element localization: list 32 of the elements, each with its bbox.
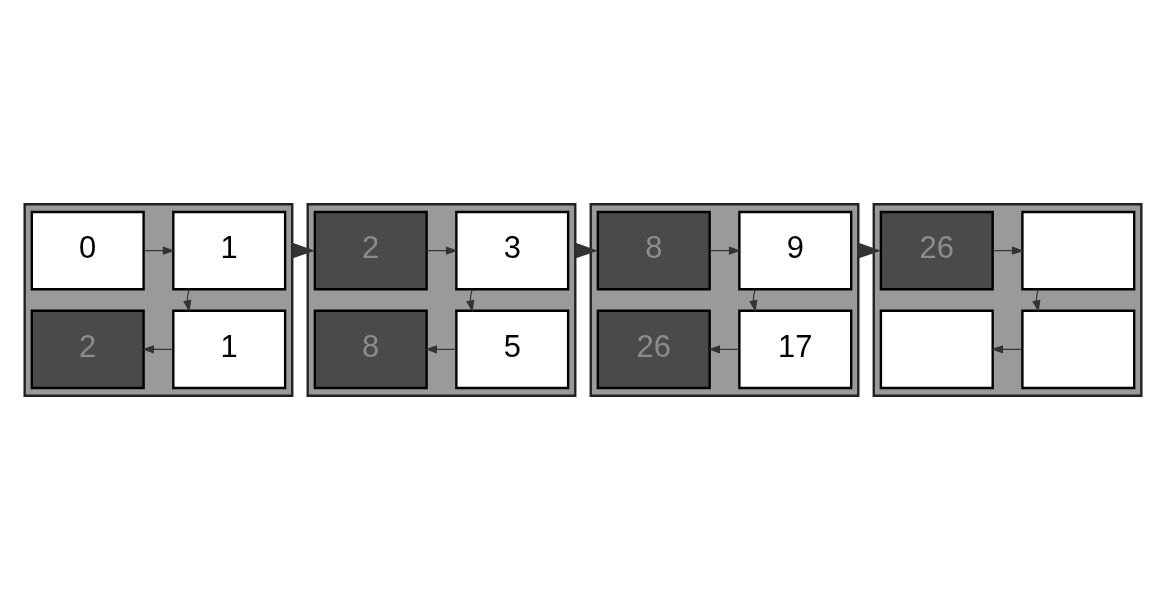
cluster bbox=[589, 202, 860, 397]
cluster bbox=[23, 202, 294, 397]
node-box: 9 bbox=[738, 210, 853, 290]
node-box: 2 bbox=[30, 309, 145, 389]
arrow bbox=[142, 344, 174, 353]
node-box: 17 bbox=[738, 309, 853, 389]
node-box: 1 bbox=[172, 210, 287, 290]
node-box: 5 bbox=[455, 309, 570, 389]
node-box: 26 bbox=[879, 210, 994, 290]
arrow bbox=[425, 344, 457, 353]
node-box bbox=[879, 309, 994, 389]
cluster bbox=[872, 202, 1143, 397]
node-box: 3 bbox=[455, 210, 570, 290]
arrow bbox=[991, 344, 1023, 353]
arrow bbox=[709, 246, 741, 255]
arrow bbox=[143, 246, 175, 255]
arrow bbox=[749, 288, 758, 312]
arrow bbox=[426, 246, 458, 255]
arrow bbox=[708, 344, 740, 353]
node-box: 8 bbox=[596, 210, 711, 290]
node-box: 2 bbox=[313, 210, 428, 290]
node-box bbox=[1021, 210, 1136, 290]
arrow bbox=[992, 246, 1024, 255]
arrow bbox=[1032, 288, 1041, 312]
node-box: 1 bbox=[172, 309, 287, 389]
node-box: 0 bbox=[30, 210, 145, 290]
node-box: 8 bbox=[313, 309, 428, 389]
node-box: 26 bbox=[596, 309, 711, 389]
cluster bbox=[306, 202, 577, 397]
arrow bbox=[466, 288, 475, 312]
arrow bbox=[183, 288, 192, 312]
node-box bbox=[1021, 309, 1136, 389]
